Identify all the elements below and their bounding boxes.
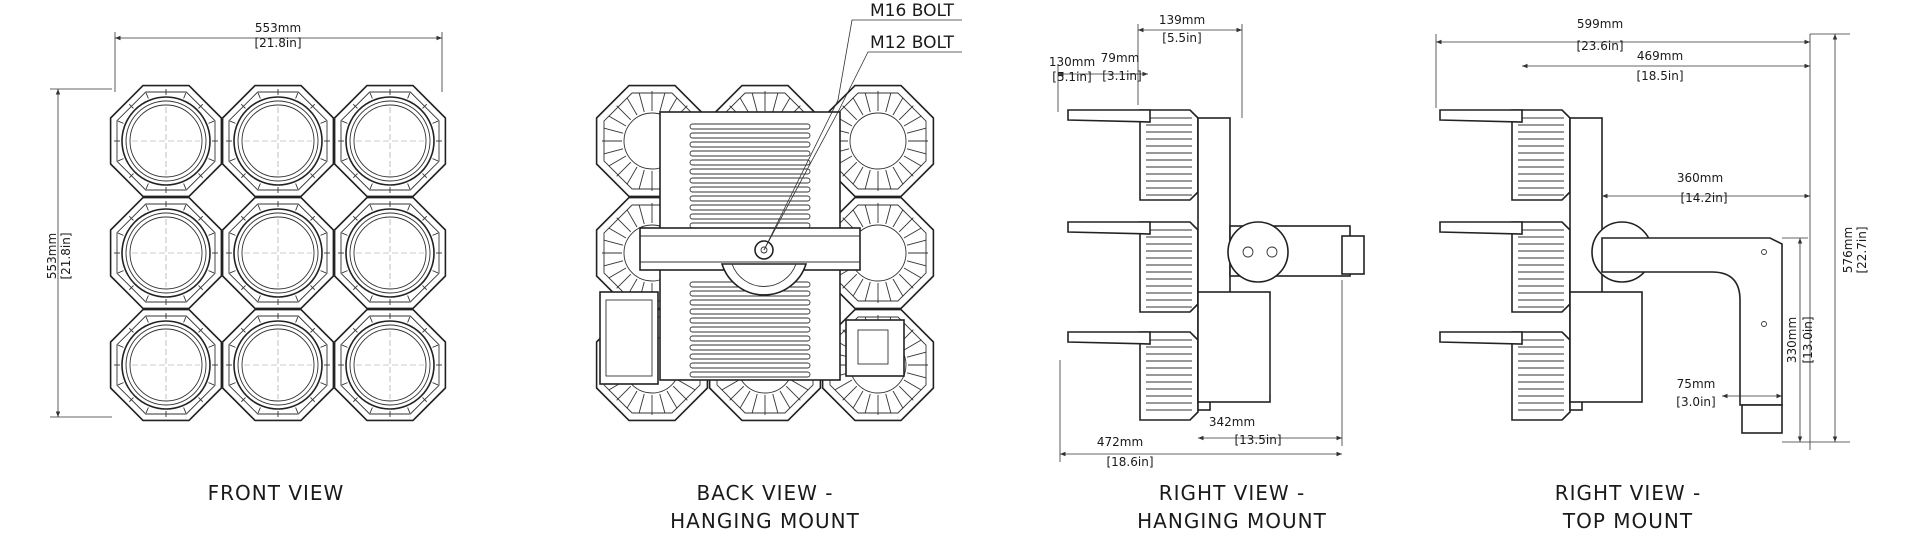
visor-bottom [1067, 331, 1151, 345]
front-lamp-module-3 [333, 84, 447, 198]
tm-visor-bottom [1439, 331, 1523, 345]
visor-top [1067, 109, 1151, 123]
visor-mid [1067, 221, 1151, 235]
hanging-view-caption-line2: HANGING MOUNT [1137, 509, 1327, 533]
m16-bolt-callout: M16 BOLT [870, 1, 955, 21]
top-mount-caption-line2: TOP MOUNT [1562, 509, 1693, 533]
right-view-top-mount: 599mm [23.6in] 469mm [18.5in] 360mm [14.… [1435, 17, 1869, 533]
hanging-dim-139-mm: 139mm [1159, 13, 1205, 27]
hanging-dim-472-mm: 472mm [1097, 435, 1143, 449]
front-view: 553mm [21.8in] 553mm [21.8in] FRONT VIEW [45, 21, 447, 505]
front-view-caption: FRONT VIEW [208, 481, 345, 505]
tm-dim-330-mm: 330mm [1785, 317, 1799, 363]
m16-leader [763, 19, 962, 251]
hanging-dim-342-in: [13.5in] [1234, 433, 1281, 447]
tm-dim-360-mm: 360mm [1677, 171, 1723, 185]
m12-bolt-callout: M12 BOLT [870, 33, 955, 53]
front-height-dimension: 553mm [21.8in] [45, 88, 112, 418]
tm-dim-330-in: [13.0in] [1801, 316, 1815, 363]
hanging-dim-342-mm: 342mm [1209, 415, 1255, 429]
back-driver-box-left [599, 291, 659, 385]
hanging-driver-box [1197, 291, 1271, 403]
tm-dim-75-mm: 75mm [1677, 377, 1716, 391]
tm-driver-box [1569, 291, 1643, 403]
back-bracket-bar [639, 227, 861, 271]
back-louvers [689, 123, 811, 378]
tm-dim-576-in: [22.7in] [1855, 226, 1869, 273]
front-lamp-module-9 [333, 308, 447, 422]
tm-dim-576-mm: 576mm [1841, 227, 1855, 273]
hanging-dim-79-mm: 79mm [1101, 51, 1140, 65]
front-width-dimension: 553mm [21.8in] [114, 21, 443, 92]
back-driver-box-right [845, 319, 905, 377]
front-height-mm: 553mm [45, 233, 59, 279]
front-lamp-module-7 [109, 308, 223, 422]
tm-visor-mid [1439, 221, 1523, 235]
tm-dim-469-mm: 469mm [1637, 49, 1683, 63]
front-width-mm: 553mm [255, 21, 301, 35]
front-lamp-module-4 [109, 196, 223, 310]
back-view-caption-line2: HANGING MOUNT [670, 509, 860, 533]
back-view: M16 BOLT M12 BOLT BACK VIEW - HANGING MO… [595, 1, 962, 533]
hanging-dim-472-in: [18.6in] [1106, 455, 1153, 469]
front-height-in: [21.8in] [59, 232, 73, 279]
hanging-pivot [1227, 221, 1289, 283]
front-lamp-module-1 [109, 84, 223, 198]
tm-dim-75-in: [3.0in] [1676, 395, 1715, 409]
right-view-hanging: 139mm [5.5in] 130mm [5.1in] 79mm [3.1in]… [1049, 13, 1365, 533]
back-view-caption-line1: BACK VIEW - [696, 481, 833, 505]
front-width-in: [21.8in] [254, 36, 301, 50]
tm-dim-599-in: [23.6in] [1576, 39, 1623, 53]
front-lamp-module-2 [221, 84, 335, 198]
front-lamp-module-8 [221, 308, 335, 422]
front-lamp-grid [109, 84, 447, 422]
hanging-dim-139-in: [5.5in] [1162, 31, 1201, 45]
tm-dim-360-in: [14.2in] [1680, 191, 1727, 205]
tm-l-bracket [1601, 237, 1783, 406]
tm-dim-599-mm: 599mm [1577, 17, 1623, 31]
tm-dim-469-in: [18.5in] [1636, 69, 1683, 83]
front-lamp-module-6 [333, 196, 447, 310]
hanging-view-caption-line1: RIGHT VIEW - [1159, 481, 1305, 505]
back-pivot [720, 263, 808, 296]
hanging-dim-130-mm: 130mm [1049, 55, 1095, 69]
tm-visor-top [1439, 109, 1523, 123]
hanging-dim-79-in: [3.1in] [1102, 69, 1141, 83]
top-mount-caption-line1: RIGHT VIEW - [1555, 481, 1701, 505]
hanging-dim-130-in: [5.1in] [1052, 70, 1091, 84]
front-lamp-module-5 [221, 196, 335, 310]
m12-leader [763, 51, 962, 251]
hanging-bracket-end [1341, 235, 1365, 275]
tm-bracket-foot [1741, 404, 1783, 434]
